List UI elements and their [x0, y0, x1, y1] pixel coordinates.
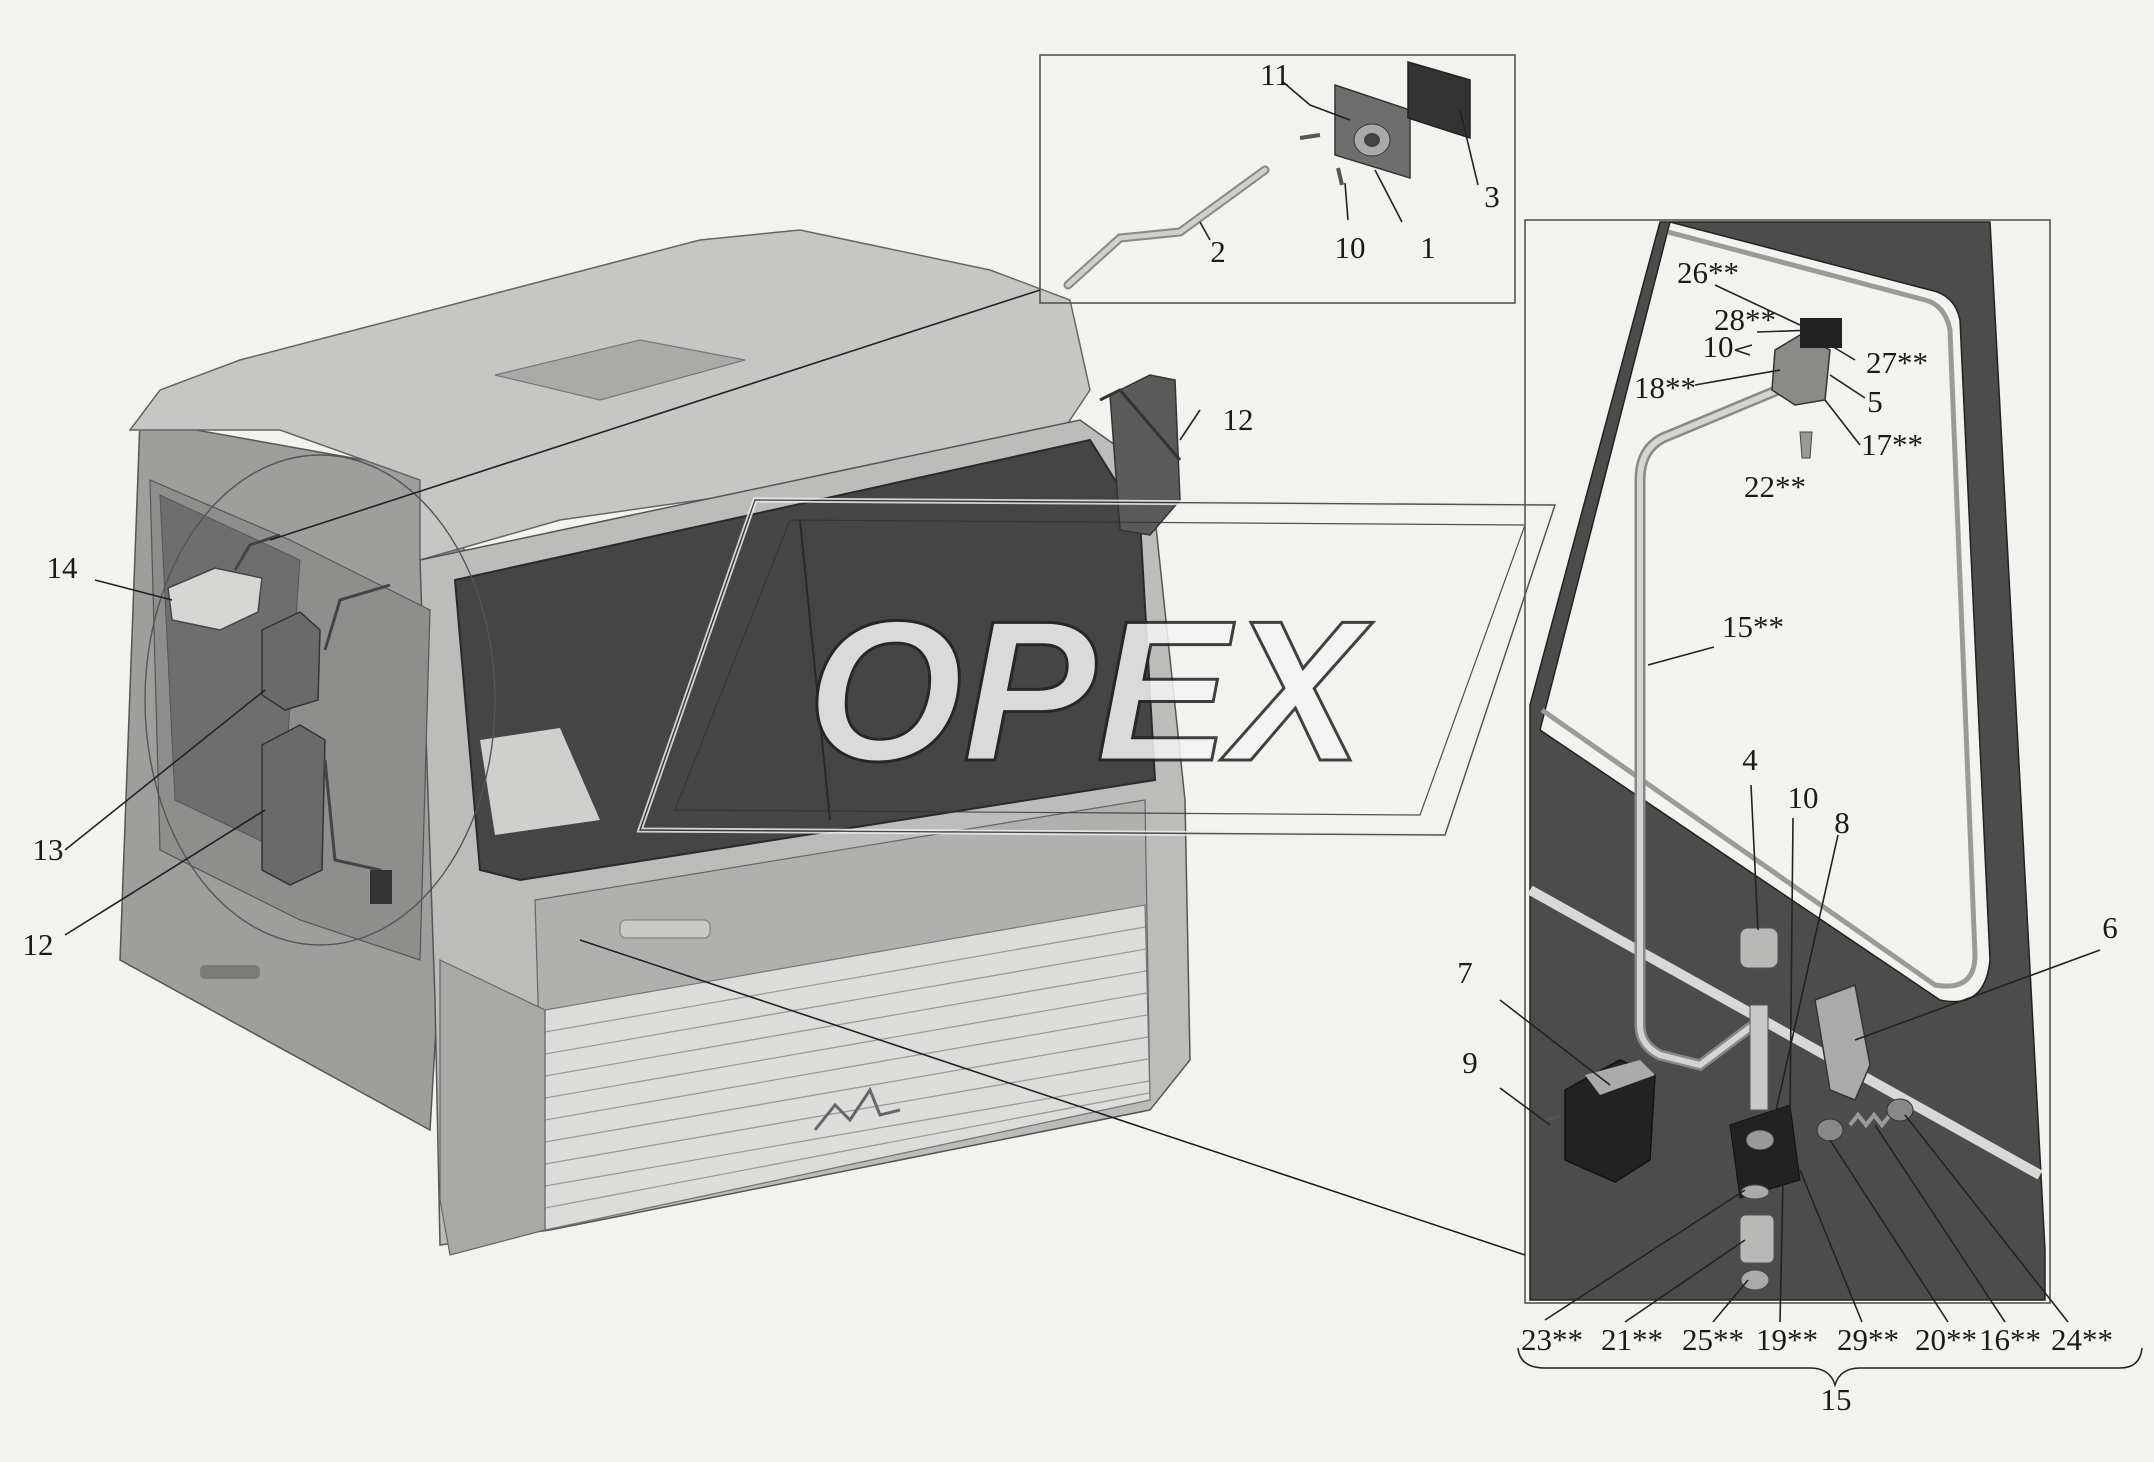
callout-10-mid: 10 [1703, 329, 1734, 364]
callout-12-left: 12 [23, 927, 54, 962]
callout-20: 20** [1915, 1322, 1977, 1357]
plate-3 [1407, 61, 1471, 140]
callout-5: 5 [1867, 384, 1883, 419]
watermark-text: OPEX [807, 580, 1373, 803]
screw-9 [1544, 1114, 1561, 1122]
dashboard-hint [480, 728, 600, 835]
watermark: OPEX [636, 497, 1559, 838]
wide-angle-mirror [167, 533, 281, 631]
callout-15: 15 [1821, 1382, 1852, 1417]
callout-labels: 11 3 2 10 1 12 14 13 12 26** 28** 10 27*… [23, 57, 2118, 1417]
callout-7: 7 [1457, 955, 1473, 990]
hinge-block-8 [1729, 1104, 1801, 1199]
door-strip [1527, 885, 2043, 1180]
callout-11-top: 11 [1260, 57, 1290, 92]
callout-28: 28** [1714, 302, 1776, 337]
callout-25: 25** [1682, 1322, 1744, 1357]
truck-cab [119, 229, 1191, 1256]
hinge-bushing-4 [1739, 927, 1779, 969]
callout-18: 18** [1634, 370, 1696, 405]
window-opening-edge [1540, 229, 1978, 989]
mirror-detail-circle [144, 454, 496, 946]
top-inset-frame [1039, 54, 1516, 304]
callout-2: 2 [1210, 234, 1226, 269]
callout-10-top: 10 [1335, 230, 1366, 265]
callout-15-stars: 15** [1722, 609, 1784, 644]
mirror-rod [1063, 165, 1270, 290]
callout-16: 16** [1979, 1322, 2041, 1357]
nut-25 [1740, 1269, 1770, 1291]
callout-9: 9 [1462, 1045, 1478, 1080]
callout-14: 14 [47, 550, 79, 585]
bumper-corner [439, 959, 546, 1256]
spring-16 [1848, 1111, 1892, 1129]
upper-mirror [261, 611, 321, 711]
right-cab-mirror [1099, 374, 1182, 536]
callout-19: 19** [1756, 1322, 1818, 1357]
screw-11 [1299, 133, 1321, 140]
callout-12-right: 12 [1223, 402, 1254, 437]
leader-lines [64, 81, 2101, 1323]
top-inset [1039, 54, 1516, 304]
callout-8: 8 [1834, 805, 1850, 840]
bushing-21 [1739, 1214, 1775, 1264]
callout-29: 29** [1837, 1322, 1899, 1357]
hinge-rod [1749, 1004, 1769, 1111]
grille-slats [544, 926, 1150, 1209]
callout-22: 22** [1744, 469, 1806, 504]
callout-24: 24** [2051, 1322, 2113, 1357]
callout-23: 23** [1521, 1322, 1583, 1357]
bolt-22 [1799, 431, 1813, 459]
upper-plate-27 [1800, 318, 1842, 348]
callout-3: 3 [1484, 179, 1500, 214]
assembly-brace [1517, 1347, 2143, 1388]
callout-10-low: 10 [1788, 780, 1819, 815]
callout-13: 13 [33, 832, 64, 867]
left-cab-mirrors [261, 583, 392, 904]
callout-26: 26** [1677, 255, 1739, 290]
front-light [619, 919, 711, 939]
right-inset [1517, 219, 2143, 1388]
callout-6: 6 [2102, 910, 2118, 945]
door-handle [200, 965, 260, 979]
cap-29 [1816, 1118, 1844, 1142]
callout-4: 4 [1742, 742, 1758, 777]
washer-23 [1740, 1184, 1770, 1200]
screw-10 [1336, 167, 1344, 186]
lower-mirror [261, 724, 326, 886]
windshield-pillar [799, 519, 831, 821]
mirror-7 [1564, 1059, 1656, 1183]
cap-24 [1886, 1098, 1914, 1122]
roof-hatch [494, 339, 746, 401]
callout-1: 1 [1420, 230, 1436, 265]
callout-17: 17** [1861, 427, 1923, 462]
right-inset-frame [1524, 219, 2051, 1304]
callout-27: 27** [1866, 345, 1928, 380]
plate-6 [1814, 983, 1871, 1101]
windshield [453, 438, 1157, 882]
maz-logo [813, 1086, 901, 1131]
callout-21: 21** [1601, 1322, 1663, 1357]
